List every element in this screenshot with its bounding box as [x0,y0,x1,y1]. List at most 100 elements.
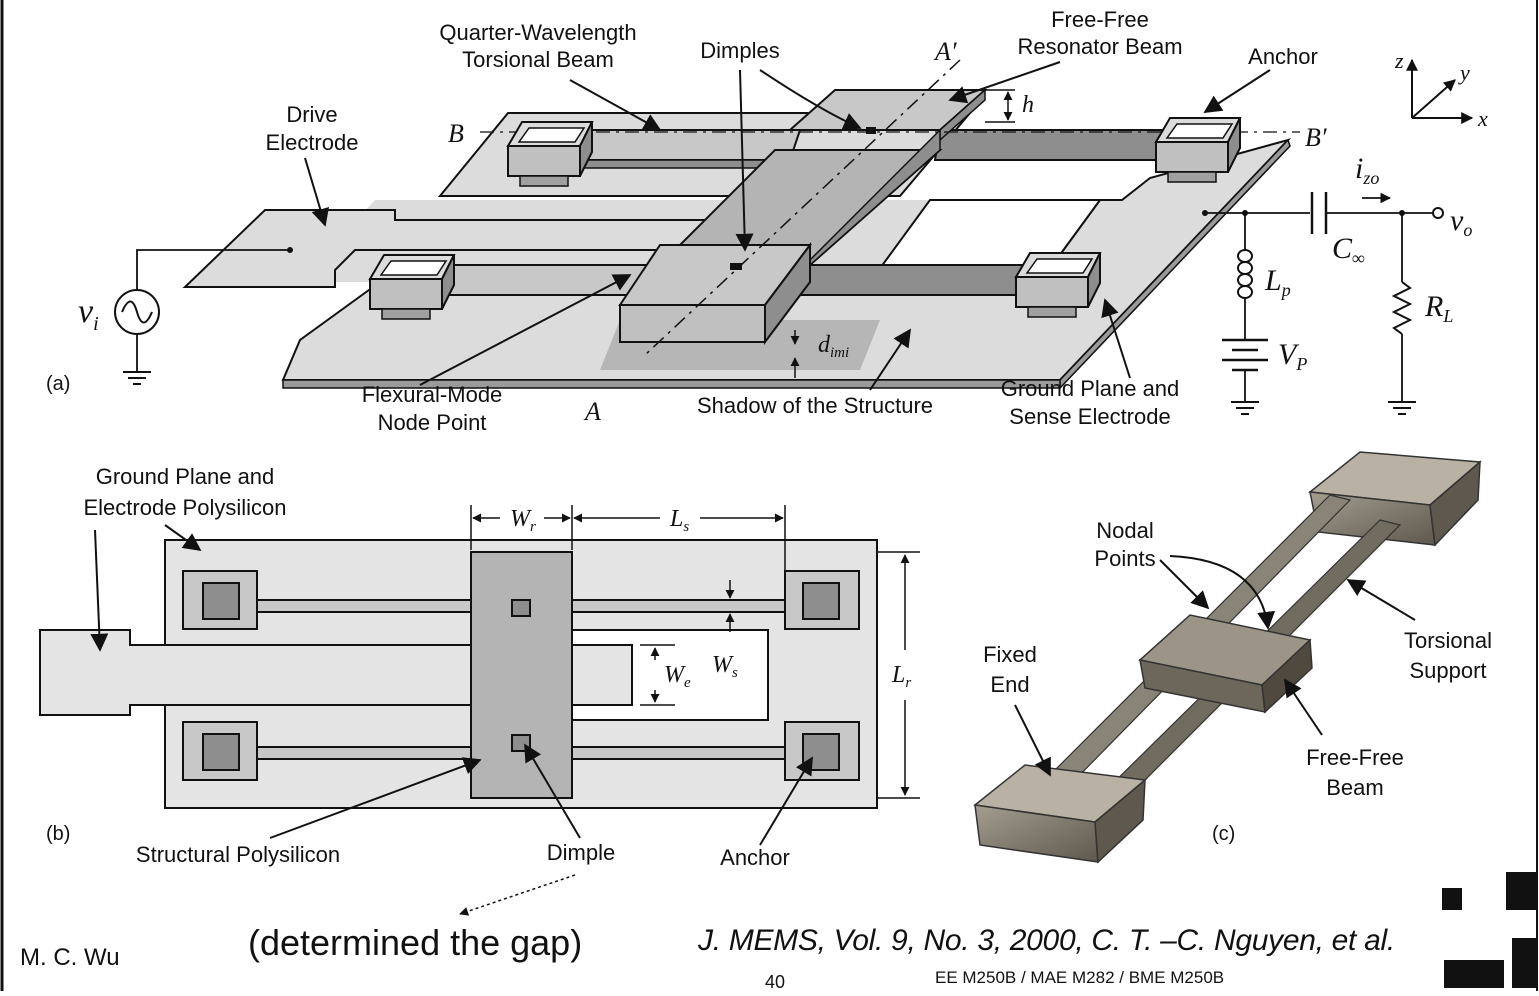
symbol-cinf-sub: ∞ [1352,248,1365,268]
symbol-vi: v [78,293,94,330]
label-nodal-line1: Nodal [1096,518,1153,543]
svg-text:vi: vi [78,293,99,335]
dimple-square-top [511,599,531,617]
panel-a-label: (a) [46,373,70,395]
label-ground-sense-line1: Ground Plane and [1001,376,1180,401]
svg-text:Ws: Ws [712,652,738,681]
footer-course: EE M250B / MAE M282 / BME M250B [935,968,1225,987]
panel-b: Ground Plane and Electrode Polysilicon S… [39,464,920,870]
label-torsional-support-line1: Torsional [1404,628,1492,653]
symbol-rl: R [1424,290,1443,323]
anchor-back-left [506,121,594,187]
svg-text:We: We [664,662,691,691]
label-fixed-line1: Fixed [983,642,1037,667]
battery-icon [1222,338,1268,372]
label-ground-electrode-line2: Electrode Polysilicon [84,495,287,520]
label-dimples: Dimples [700,38,779,63]
anchor-front-left [368,254,456,320]
panel-c-label: (c) [1212,823,1235,845]
university-logo-icon [1442,872,1536,988]
label-shadow: Shadow of the Structure [697,393,933,418]
footer-citation: J. MEMS, Vol. 9, No. 3, 2000, C. T. –C. … [698,924,1395,957]
svg-text:C∞: C∞ [1332,232,1365,268]
symbol-lr: L [891,662,905,688]
label-dimple: Dimple [547,840,615,865]
footer-gap-note: (determined the gap) [248,922,583,963]
symbol-vo: v [1450,204,1464,237]
symbol-we: W [664,662,686,688]
symbol-lp: L [1264,264,1282,297]
symbol-ws-sub: s [732,665,738,681]
output-terminal-icon [1432,207,1444,219]
label-drive-line2: Electrode [266,130,359,155]
label-torsional-beam-line2: Torsional Beam [462,47,614,72]
label-free-free-beam-line2: Beam [1326,775,1383,800]
svg-text:izo: izo [1355,152,1379,188]
inductor-icon [1237,249,1253,299]
symbol-b: B [448,119,464,148]
footer-page-number: 40 [765,972,786,992]
label-anchor-a: Anchor [1248,44,1318,69]
panel-a: Quarter-Wavelength Torsional Beam Dimple… [46,7,1488,435]
label-fixed-line2: End [990,672,1029,697]
axes-icon [1406,58,1474,124]
label-flexural-line1: Flexural-Mode [362,382,503,407]
axis-z-label: z [1394,48,1404,73]
label-ground-electrode-line1: Ground Plane and [96,464,275,489]
label-anchor-b: Anchor [720,845,790,870]
label-torsional-beam-line1: Quarter-Wavelength [439,20,636,45]
axis-y-label: y [1458,60,1470,85]
label-free-free-beam-line1: Free-Free [1306,745,1404,770]
torsional-beam-back-right [933,129,1172,161]
resonator-beam-b [470,551,573,799]
symbol-cinf: C [1332,232,1353,265]
symbol-d: d [818,332,831,358]
label-drive-line1: Drive [286,102,337,127]
symbol-h: h [1022,92,1034,118]
label-torsional-support-line2: Support [1409,658,1486,683]
symbol-ws: W [712,652,734,678]
symbol-vo-sub: o [1463,220,1472,240]
torsional-beam-front-left [418,264,662,296]
dimple-back [866,127,876,134]
label-structural: Structural Polysilicon [136,842,340,867]
anchor-front-right [1014,252,1102,318]
label-ground-sense-line2: Sense Electrode [1009,404,1170,429]
svg-text:VP: VP [1278,338,1307,374]
anchor-square-tr [802,582,840,620]
drive-electrode [182,209,722,288]
svg-text:Lp: Lp [1264,264,1291,300]
symbol-a-prime: A′ [933,37,957,66]
symbol-izo: i [1355,152,1363,185]
symbol-wr: W [510,506,532,532]
ground-symbol-icon [123,371,151,385]
axis-x-label: x [1477,106,1488,131]
svg-text:Lr: Lr [891,662,911,691]
symbol-lr-sub: r [905,675,911,691]
anchor-square-bl [202,733,240,771]
torsional-beam-front-right [798,264,1042,296]
symbol-ls: L [669,506,683,532]
symbol-d-sub: imi [830,345,849,361]
label-flexural-line2: Node Point [378,410,487,435]
symbol-vp-sub: P [1295,354,1307,374]
label-nodal-line2: Points [1094,546,1155,571]
resistor-icon [1391,281,1413,335]
svg-text:Ls: Ls [669,506,689,535]
anchor-back-right [1154,117,1242,183]
symbol-wr-sub: r [530,519,536,535]
svg-text:dimi: dimi [818,332,849,361]
symbol-izo-sub: zo [1362,168,1379,188]
symbol-vi-sub: i [93,313,99,335]
symbol-a: A [583,397,601,426]
symbol-lp-sub: p [1280,280,1291,300]
footer-author: M. C. Wu [20,944,120,971]
label-free-free-line2: Resonator Beam [1017,34,1182,59]
anchor-square-tl [202,582,240,620]
symbol-b-prime: B′ [1305,123,1327,152]
panel-b-label: (b) [46,823,70,845]
label-free-free-line1: Free-Free [1051,7,1149,32]
panel-c: Nodal Points Fixed End Torsional Support… [973,451,1492,864]
